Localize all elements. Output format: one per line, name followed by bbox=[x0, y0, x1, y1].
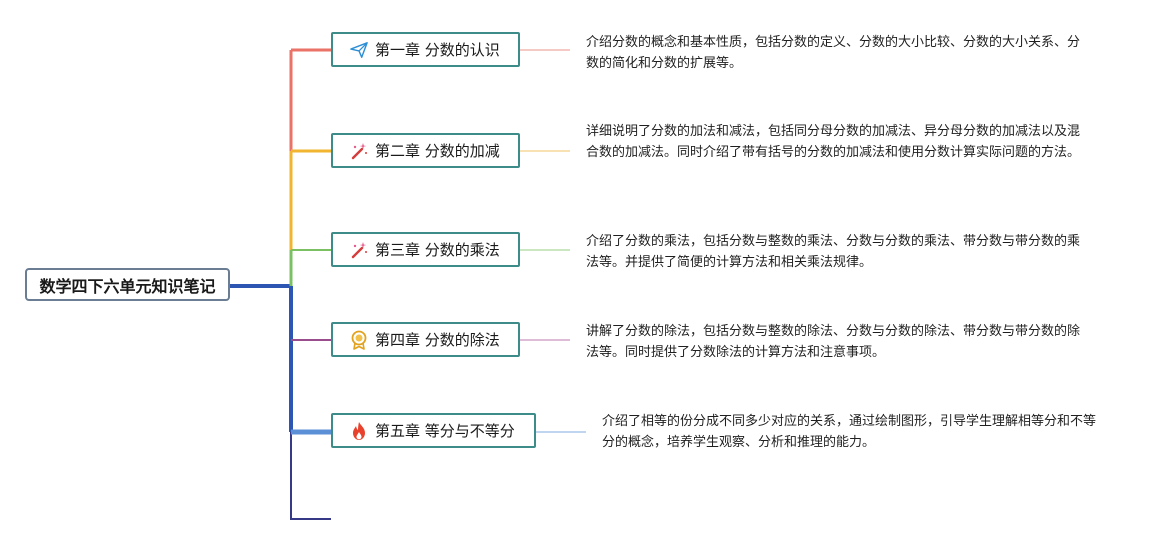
chapter-2-description: 详细说明了分数的加法和减法，包括同分母分数的加减法、异分母分数的加减法以及混合数… bbox=[586, 124, 1081, 160]
paper-plane-icon bbox=[349, 40, 369, 60]
root-label: 数学四下六单元知识笔记 bbox=[39, 276, 216, 296]
fire-icon bbox=[349, 421, 369, 441]
root-topic[interactable]: 数学四下六单元知识笔记 bbox=[25, 268, 230, 301]
chapter-1-label: 第一章 分数的认识 bbox=[375, 41, 500, 59]
chapter-3-description: 介绍了分数的乘法，包括分数与整数的乘法、分数与分数的乘法、带分数与带分数的乘法等… bbox=[586, 234, 1081, 270]
chapter-4-description: 讲解了分数的除法，包括分数与整数的除法、分数与分数的除法、带分数与带分数的除法等… bbox=[586, 324, 1081, 360]
medal-icon bbox=[349, 330, 369, 350]
chapter-5-topic[interactable]: 第五章 等分与不等分 bbox=[331, 413, 536, 448]
chapter-3-topic[interactable]: 第三章 分数的乘法 bbox=[331, 232, 520, 267]
chapter-5-label: 第五章 等分与不等分 bbox=[375, 422, 515, 440]
chapter-4-topic[interactable]: 第四章 分数的除法 bbox=[331, 322, 520, 357]
chapter-4-label: 第四章 分数的除法 bbox=[375, 331, 500, 349]
chapter-3-label: 第三章 分数的乘法 bbox=[375, 241, 500, 259]
magic-wand-icon bbox=[349, 141, 369, 161]
chapter-5-description: 介绍了相等的份分成不同多少对应的关系，通过绘制图形，引导学生理解相等分和不等分的… bbox=[602, 414, 1097, 450]
chapter-1-description: 介绍分数的概念和基本性质，包括分数的定义、分数的大小比较、分数的大小关系、分数的… bbox=[586, 35, 1081, 71]
magic-wand-icon bbox=[349, 240, 369, 260]
chapter-2-topic[interactable]: 第二章 分数的加减 bbox=[331, 133, 520, 168]
chapter-2-label: 第二章 分数的加减 bbox=[375, 142, 500, 160]
chapter-1-topic[interactable]: 第一章 分数的认识 bbox=[331, 32, 520, 67]
